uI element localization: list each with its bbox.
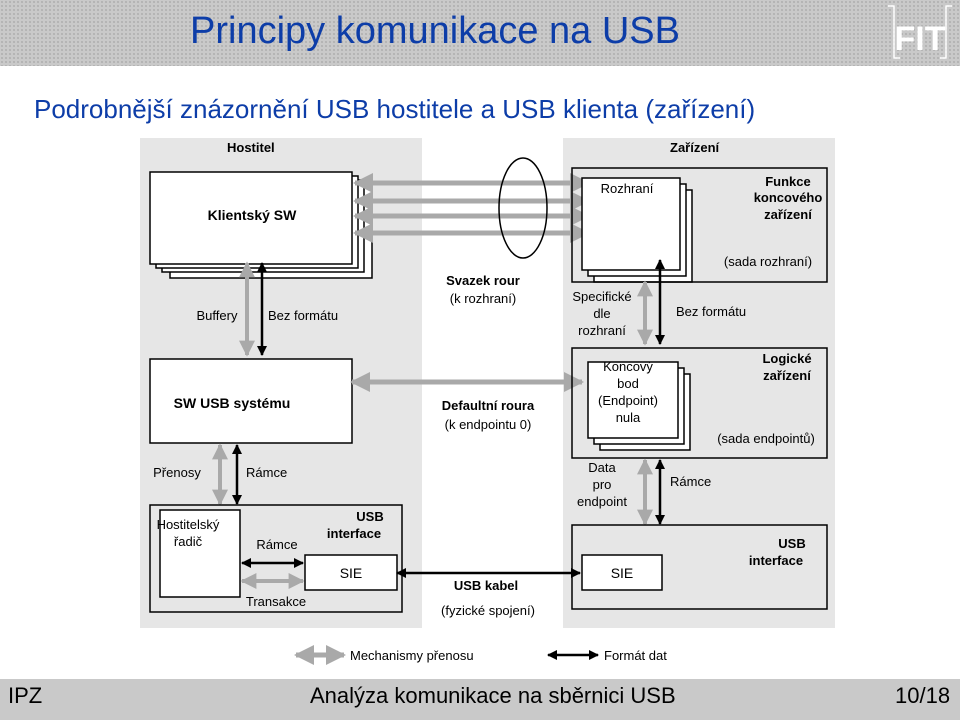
no-format-left-text: Bez formátu: [268, 308, 338, 323]
sie-right-text: SIE: [611, 565, 634, 581]
sw-usb-system-box: [149, 358, 353, 444]
function-line2: koncového: [754, 190, 823, 205]
function-line3: zařízení: [764, 207, 812, 222]
class-specific-line2: dle: [593, 306, 610, 321]
transactions-text: Transakce: [246, 594, 306, 609]
endpoint-zero-box: [587, 361, 679, 439]
endpoint-zero-line3: (Endpoint): [598, 393, 658, 408]
footer-center: Analýza komunikace na sběrnici USB: [310, 683, 676, 708]
interface-set: (sada rozhraní): [724, 254, 812, 269]
sie-left-box: [304, 554, 398, 591]
usb-cable-line1: USB kabel: [454, 578, 518, 593]
legend-format-text: Formát dat: [604, 648, 667, 663]
logo-text: FIT: [895, 20, 946, 58]
frames-right-text: Rámce: [670, 474, 711, 489]
host-controller-box: [159, 509, 241, 598]
class-specific-line3: rozhraní: [578, 323, 626, 338]
data-endpoint-line2: pro: [593, 477, 612, 492]
sw-usb-system-text: SW USB systému: [174, 395, 291, 411]
host-controller-line1: Hostitelský: [157, 517, 220, 532]
host-label: Hostitel: [227, 140, 275, 155]
pipe-bundle-line2: (k rozhraní): [450, 291, 516, 306]
usb-interface-right-line2: interface: [749, 553, 803, 568]
client-sw-text: Klientský SW: [208, 207, 297, 223]
class-specific-line1: Specifické: [572, 289, 631, 304]
endpoint-zero-line4: nula: [616, 410, 641, 425]
slide-title: Principy komunikace na USB: [190, 10, 680, 52]
usb-cable-line2: (fyzické spojení): [441, 603, 535, 618]
footer-right: 10/18: [895, 683, 951, 708]
default-pipe-line2: (k endpointu 0): [445, 417, 532, 432]
usb-interface-right-line1: USB: [778, 536, 805, 551]
sie-left-text: SIE: [340, 565, 363, 581]
data-endpoint-line3: endpoint: [577, 494, 627, 509]
endpoint-zero-line1: Koncový: [603, 359, 653, 374]
footer-band: [0, 679, 960, 720]
header-band: [0, 0, 960, 66]
usb-interface-left-line2: interface: [327, 526, 381, 541]
fit-logo: FIT: [888, 5, 952, 59]
device-label: Zařízení: [670, 140, 720, 155]
legend-mech-text: Mechanismy přenosu: [350, 648, 474, 663]
default-pipe-line1: Defaultní roura: [442, 398, 535, 413]
logical-device-frame: [571, 347, 828, 459]
function-line1: Funkce: [765, 174, 811, 189]
no-format-right-text: Bez formátu: [676, 304, 746, 319]
interface-text: Rozhraní: [601, 181, 654, 196]
usb-host-device-diagram: Hostitel Zařízení Klientský SW Svazek ro…: [140, 138, 835, 665]
sie-right-box: [581, 554, 663, 591]
host-controller-line2: řadič: [174, 534, 203, 549]
endpoint-set: (sada endpointů): [717, 431, 815, 446]
buffers-text: Buffery: [197, 308, 238, 323]
usb-interface-left-frame: [149, 504, 403, 613]
data-endpoint-line1: Data: [588, 460, 616, 475]
client-sw-box: [149, 171, 353, 265]
endpoint-zero-line2: bod: [617, 376, 639, 391]
pipe-bundle-ellipse: [498, 157, 548, 259]
usb-interface-right-frame: [571, 524, 828, 610]
function-frame: [571, 167, 828, 283]
logical-device-line2: zařízení: [763, 368, 811, 383]
logical-device-line1: Logické: [762, 351, 811, 366]
frames-inner-text: Rámce: [256, 537, 297, 552]
frames-left-text: Rámce: [246, 465, 287, 480]
interface-box: [581, 177, 681, 271]
usb-interface-left-line1: USB: [356, 509, 383, 524]
slide-subtitle: Podrobnější znázornění USB hostitele a U…: [34, 94, 756, 124]
transfers-text: Přenosy: [153, 465, 201, 480]
pipe-bundle-line1: Svazek rour: [446, 273, 520, 288]
footer-left: IPZ: [8, 683, 43, 708]
